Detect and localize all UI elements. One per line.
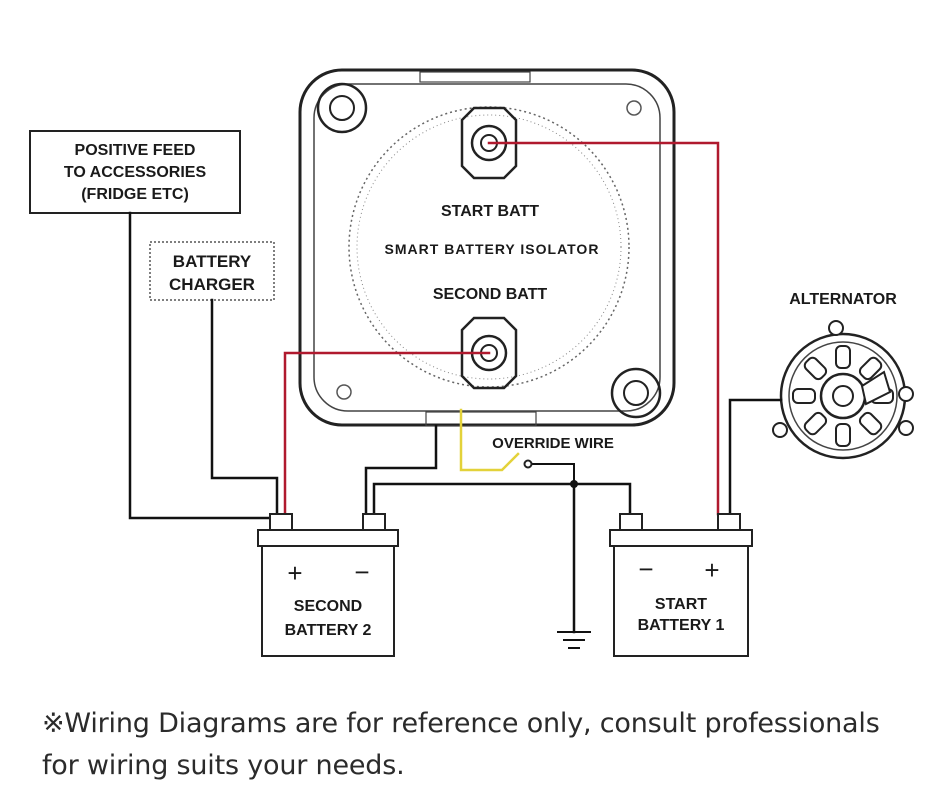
battery-charger-box: BATTERY CHARGER	[149, 241, 275, 301]
disclaimer-line-2: for wiring suits your needs.	[42, 750, 405, 781]
ground-junction-dot	[570, 480, 578, 488]
start-batt-label: START BATT	[441, 203, 539, 220]
positive-feed-box: POSITIVE FEED TO ACCESSORIES (FRIDGE ETC…	[29, 130, 241, 214]
override-wire-label: OVERRIDE WIRE	[492, 435, 614, 452]
second-battery: + − SECOND BATTERY 2	[257, 513, 399, 657]
second-batt-label: SECOND BATT	[433, 286, 548, 303]
positive-feed-line-1: POSITIVE FEED	[75, 142, 196, 159]
override-switch-wire	[529, 463, 575, 485]
plus-icon: +	[287, 558, 302, 588]
second-battery-line-1: SECOND	[294, 598, 362, 615]
battery-charger-line-1: BATTERY	[173, 252, 252, 271]
smart-battery-isolator: START BATT SMART BATTERY ISOLATOR SECOND…	[298, 68, 676, 427]
positive-feed-wire	[128, 211, 279, 520]
ground-symbol	[557, 631, 591, 649]
battery-charger-line-2: CHARGER	[169, 275, 255, 294]
corner-screw-bottom-right	[610, 367, 662, 419]
corner-screw-top-left	[316, 82, 368, 134]
minus-icon: −	[354, 557, 369, 587]
start-battery-line-1: START	[655, 596, 707, 613]
start-battery-negative-wire	[572, 482, 632, 516]
plus-icon: +	[704, 555, 719, 585]
alternator-output-wire	[728, 398, 783, 516]
positive-feed-line-3: (FRIDGE ETC)	[81, 186, 189, 203]
alternator-label: ALTERNATOR	[789, 291, 897, 308]
second-battery-negative-wire	[372, 482, 576, 516]
start-battery-line-2: BATTERY 1	[638, 617, 725, 634]
override-wire	[459, 408, 520, 472]
wires	[128, 141, 783, 634]
alternator: ALTERNATOR	[772, 291, 914, 460]
wiring-diagram: START BATT SMART BATTERY ISOLATOR SECOND…	[29, 68, 914, 657]
override-switch-contact	[523, 459, 533, 469]
positive-feed-line-2: TO ACCESSORIES	[64, 164, 207, 181]
isolator-ground-wire	[364, 424, 438, 516]
minus-icon: −	[638, 554, 653, 584]
second-battery-positive-wire	[283, 351, 491, 516]
start-battery-positive-wire	[487, 141, 720, 516]
disclaimer-line-1: ※Wiring Diagrams are for reference only,…	[42, 708, 880, 739]
smart-isolator-label: SMART BATTERY ISOLATOR	[385, 241, 600, 257]
second-battery-line-2: BATTERY 2	[285, 622, 372, 639]
start-battery: − + START BATTERY 1	[609, 513, 753, 657]
charger-wire	[210, 298, 279, 516]
